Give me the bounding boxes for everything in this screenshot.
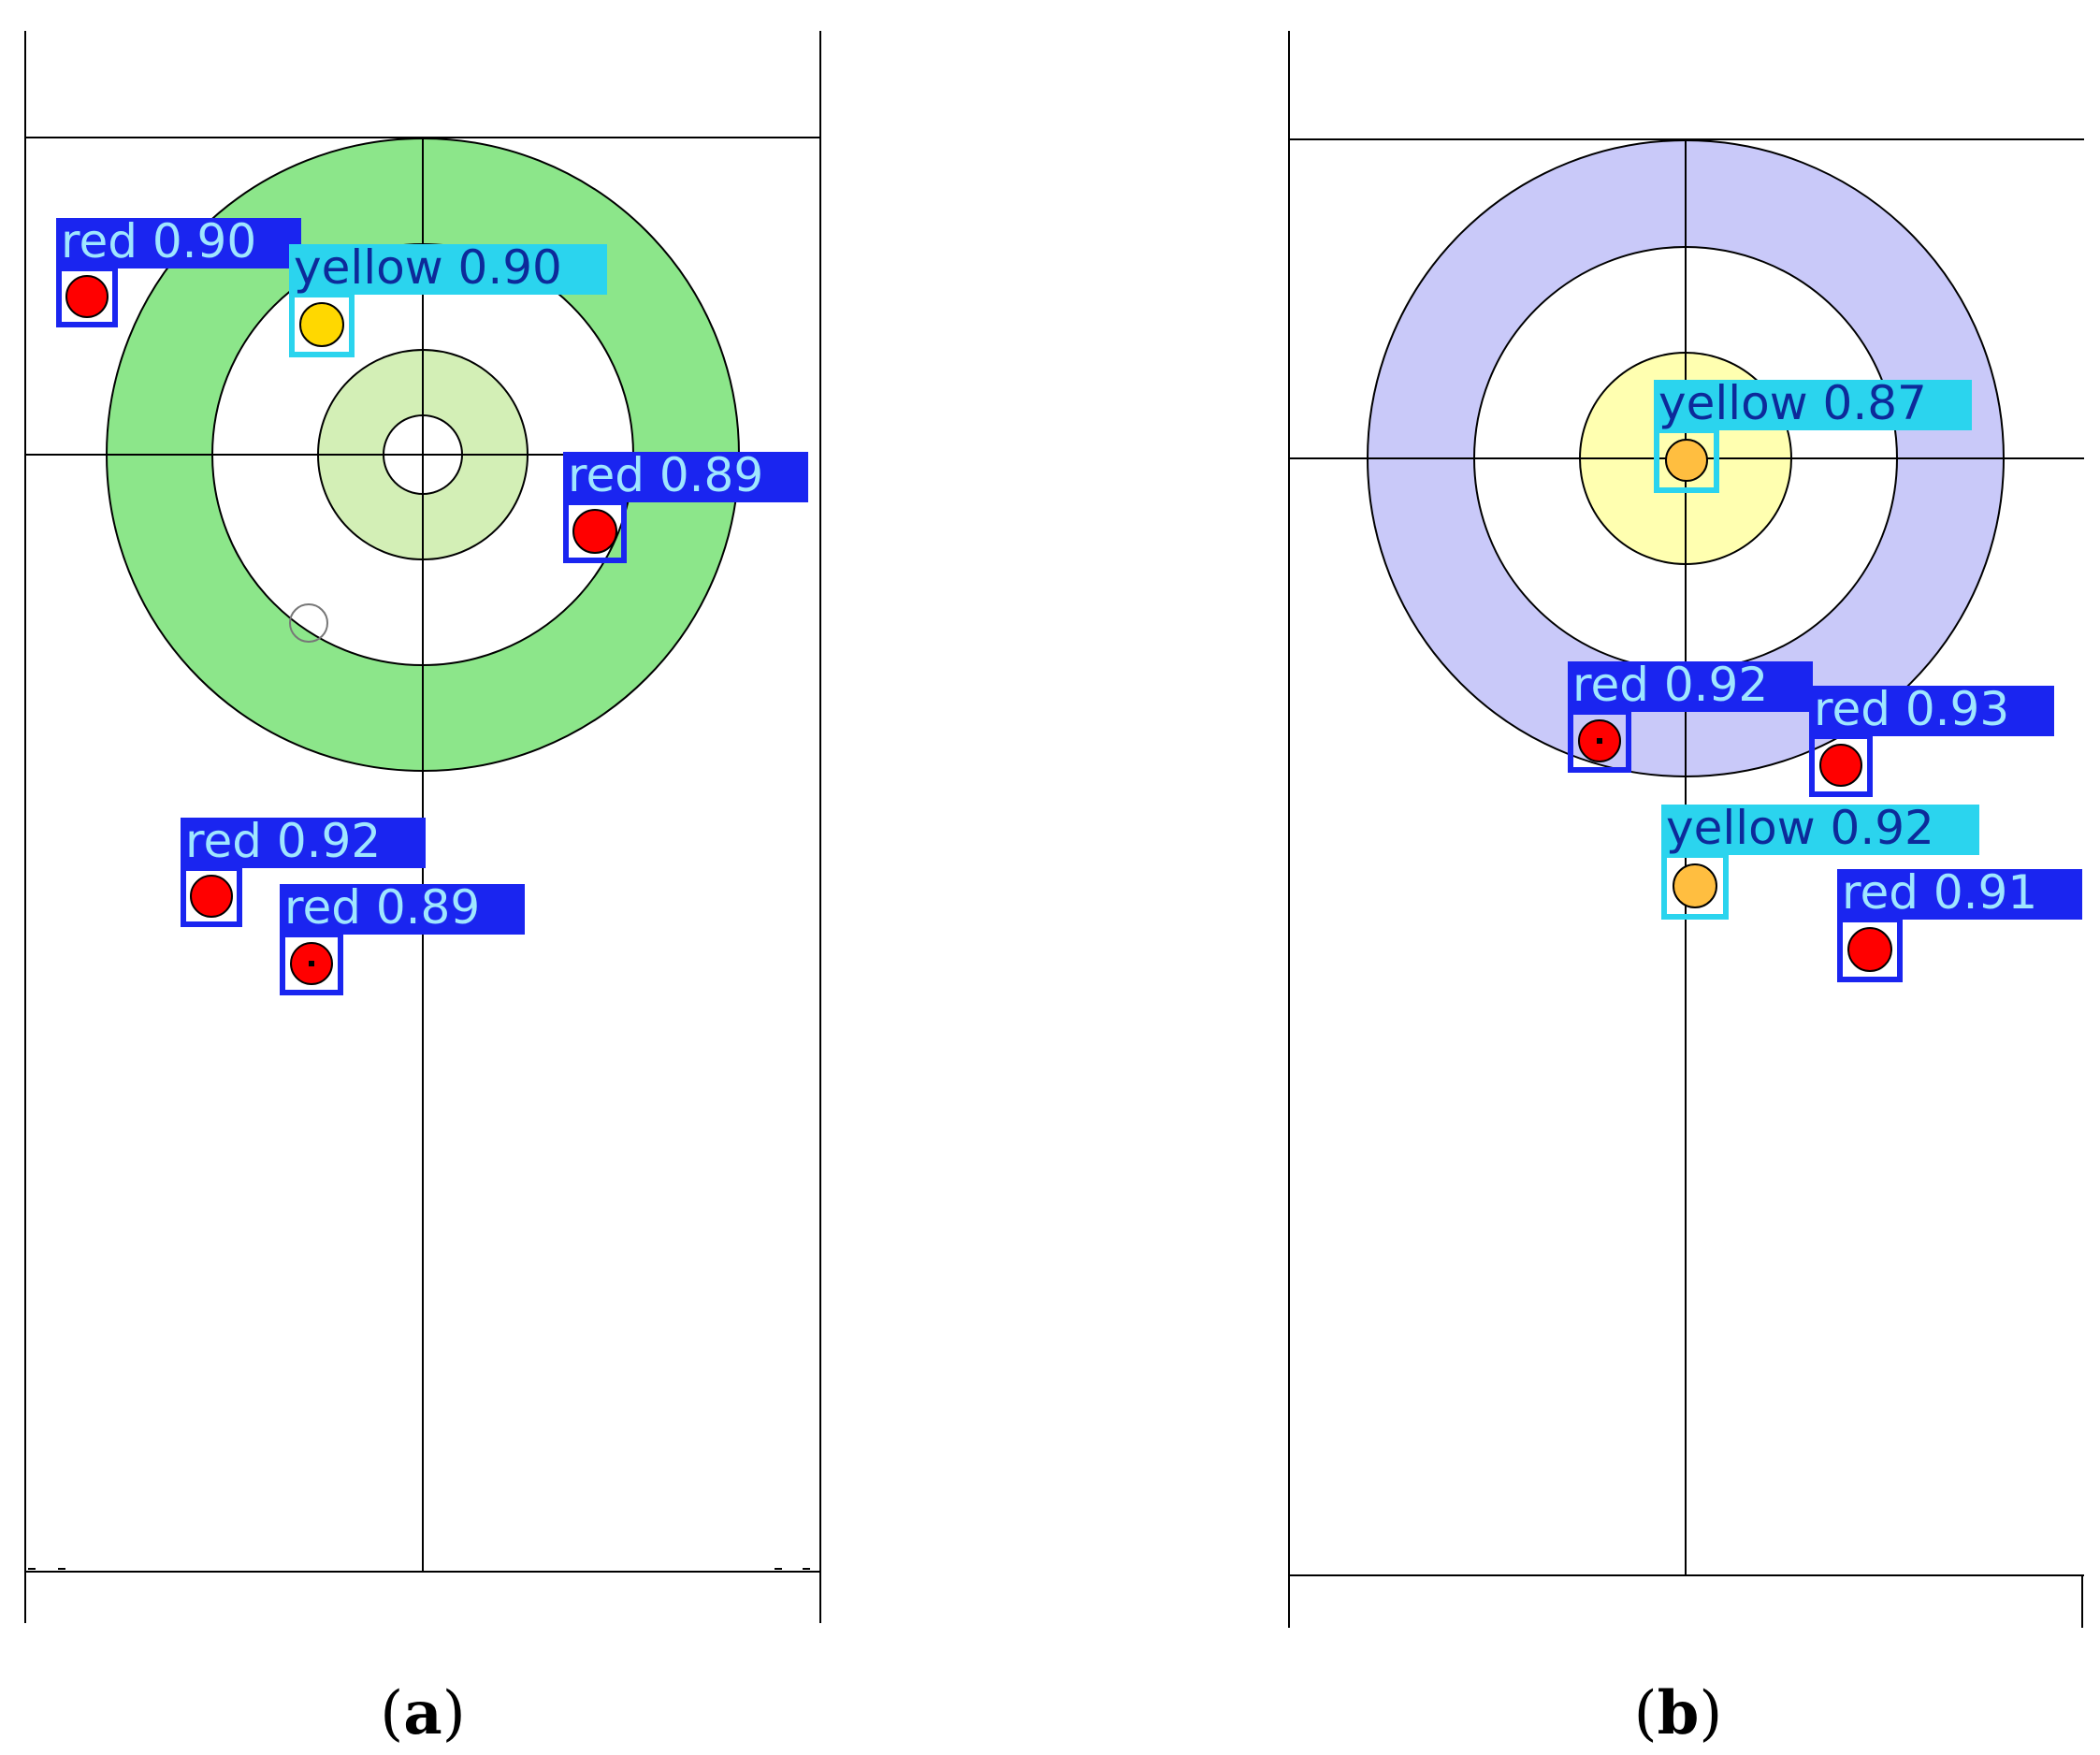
detection-a-1: red 0.90 bbox=[56, 214, 301, 327]
detection-label: red 0.89 bbox=[568, 448, 763, 502]
label-background bbox=[280, 884, 525, 935]
detection-b-3: red 0.93 bbox=[1809, 682, 2054, 797]
detection-label: red 0.91 bbox=[1842, 865, 2037, 920]
red-stone bbox=[65, 275, 109, 318]
yellow-stone bbox=[299, 302, 344, 347]
panel-b: yellow 0.87 red 0.92 red 0.93 yellow 0.92 re… bbox=[1288, 31, 2084, 1748]
detection-label: red 0.92 bbox=[185, 814, 381, 868]
detection-label: red 0.90 bbox=[61, 214, 256, 268]
detections-a: red 0.90 yellow 0.90 red 0.89 red 0.92 red 0… bbox=[56, 214, 808, 995]
detection-b-4: yellow 0.92 bbox=[1661, 801, 1979, 920]
detection-label: red 0.92 bbox=[1572, 658, 1768, 712]
detection-label: yellow 0.92 bbox=[1666, 801, 1934, 855]
yellow-stone bbox=[1665, 439, 1708, 482]
red-stone bbox=[1819, 744, 1862, 787]
detection-b-1: yellow 0.87 bbox=[1654, 376, 1972, 493]
detection-label: yellow 0.90 bbox=[294, 240, 562, 295]
panel-a: red 0.90 yellow 0.90 red 0.89 red 0.92 red 0… bbox=[24, 31, 821, 1748]
caption-b: (b) bbox=[1634, 1678, 1723, 1748]
edge-ticks-a bbox=[28, 1568, 810, 1570]
red-stone bbox=[1847, 927, 1892, 972]
faint-stone-outline bbox=[289, 603, 328, 643]
label-background bbox=[1568, 661, 1813, 712]
label-background bbox=[1654, 380, 1972, 430]
red-stone bbox=[572, 509, 617, 554]
detection-b-2: red 0.92 bbox=[1568, 658, 1813, 773]
red-stone bbox=[190, 875, 233, 918]
label-background bbox=[289, 244, 607, 295]
stone-center-mark bbox=[309, 961, 314, 966]
label-background bbox=[1809, 686, 2054, 736]
yellow-stone bbox=[1673, 863, 1717, 908]
detection-a-4: red 0.92 bbox=[181, 814, 426, 927]
detection-label: yellow 0.87 bbox=[1658, 376, 1927, 430]
label-background bbox=[563, 452, 808, 502]
label-background bbox=[181, 818, 426, 868]
detection-a-2: yellow 0.90 bbox=[289, 240, 607, 357]
detection-a-3: red 0.89 bbox=[563, 448, 808, 563]
label-background bbox=[1661, 805, 1979, 855]
detection-b-5: red 0.91 bbox=[1837, 865, 2082, 982]
detections-b: yellow 0.87 red 0.92 red 0.93 yellow 0.92 re… bbox=[1568, 376, 2082, 982]
stone-center-mark bbox=[1597, 738, 1602, 744]
caption-a: (a) bbox=[380, 1678, 465, 1748]
detection-a-5: red 0.89 bbox=[280, 880, 525, 995]
label-background bbox=[56, 218, 301, 268]
label-background bbox=[1837, 869, 2082, 920]
detection-label: red 0.93 bbox=[1814, 682, 2009, 736]
detection-label: red 0.89 bbox=[284, 880, 480, 935]
